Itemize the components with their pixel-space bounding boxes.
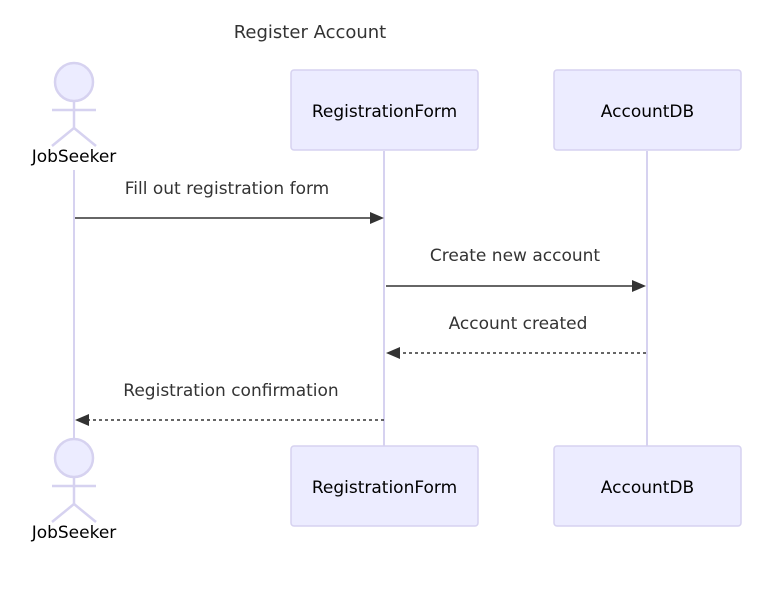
actor-jobseeker-bottom: JobSeeker [31, 437, 117, 543]
participant-accountdb-bottom: AccountDB [553, 445, 742, 527]
participant-label: RegistrationForm [312, 102, 457, 122]
diagram-title: Register Account [234, 22, 387, 43]
actor-left-leg [51, 503, 75, 523]
message-label: Account created [449, 314, 588, 334]
arrowhead-icon [632, 280, 646, 292]
actor-label-bottom: JobSeeker [31, 523, 117, 543]
arrowhead-icon [370, 212, 384, 224]
message-registration-confirmation: Registration confirmation [75, 381, 384, 426]
message-label: Create new account [430, 246, 600, 266]
participant-registrationform-top: RegistrationForm [290, 69, 479, 151]
actor-jobseeker-top: JobSeeker [31, 61, 117, 167]
message-create-account: Create new account [386, 246, 646, 292]
message-label: Registration confirmation [123, 381, 338, 401]
actor-label-top: JobSeeker [31, 147, 117, 167]
arrowhead-icon [75, 414, 89, 426]
message-fill-out-form: Fill out registration form [75, 179, 384, 224]
actor-left-leg [51, 127, 75, 147]
participant-box [553, 445, 742, 527]
message-account-created: Account created [386, 314, 646, 359]
participant-box [290, 69, 479, 151]
actor-head [53, 437, 95, 479]
actor-right-leg [73, 503, 97, 523]
participant-label: AccountDB [601, 102, 694, 122]
participant-label: AccountDB [601, 478, 694, 498]
participant-registrationform-bottom: RegistrationForm [290, 445, 479, 527]
arrowhead-icon [386, 347, 400, 359]
participant-box [553, 69, 742, 151]
message-label: Fill out registration form [125, 179, 329, 199]
actor-right-leg [73, 127, 97, 147]
participant-box [290, 445, 479, 527]
participant-accountdb-top: AccountDB [553, 69, 742, 151]
participant-label: RegistrationForm [312, 478, 457, 498]
actor-head [53, 61, 95, 103]
